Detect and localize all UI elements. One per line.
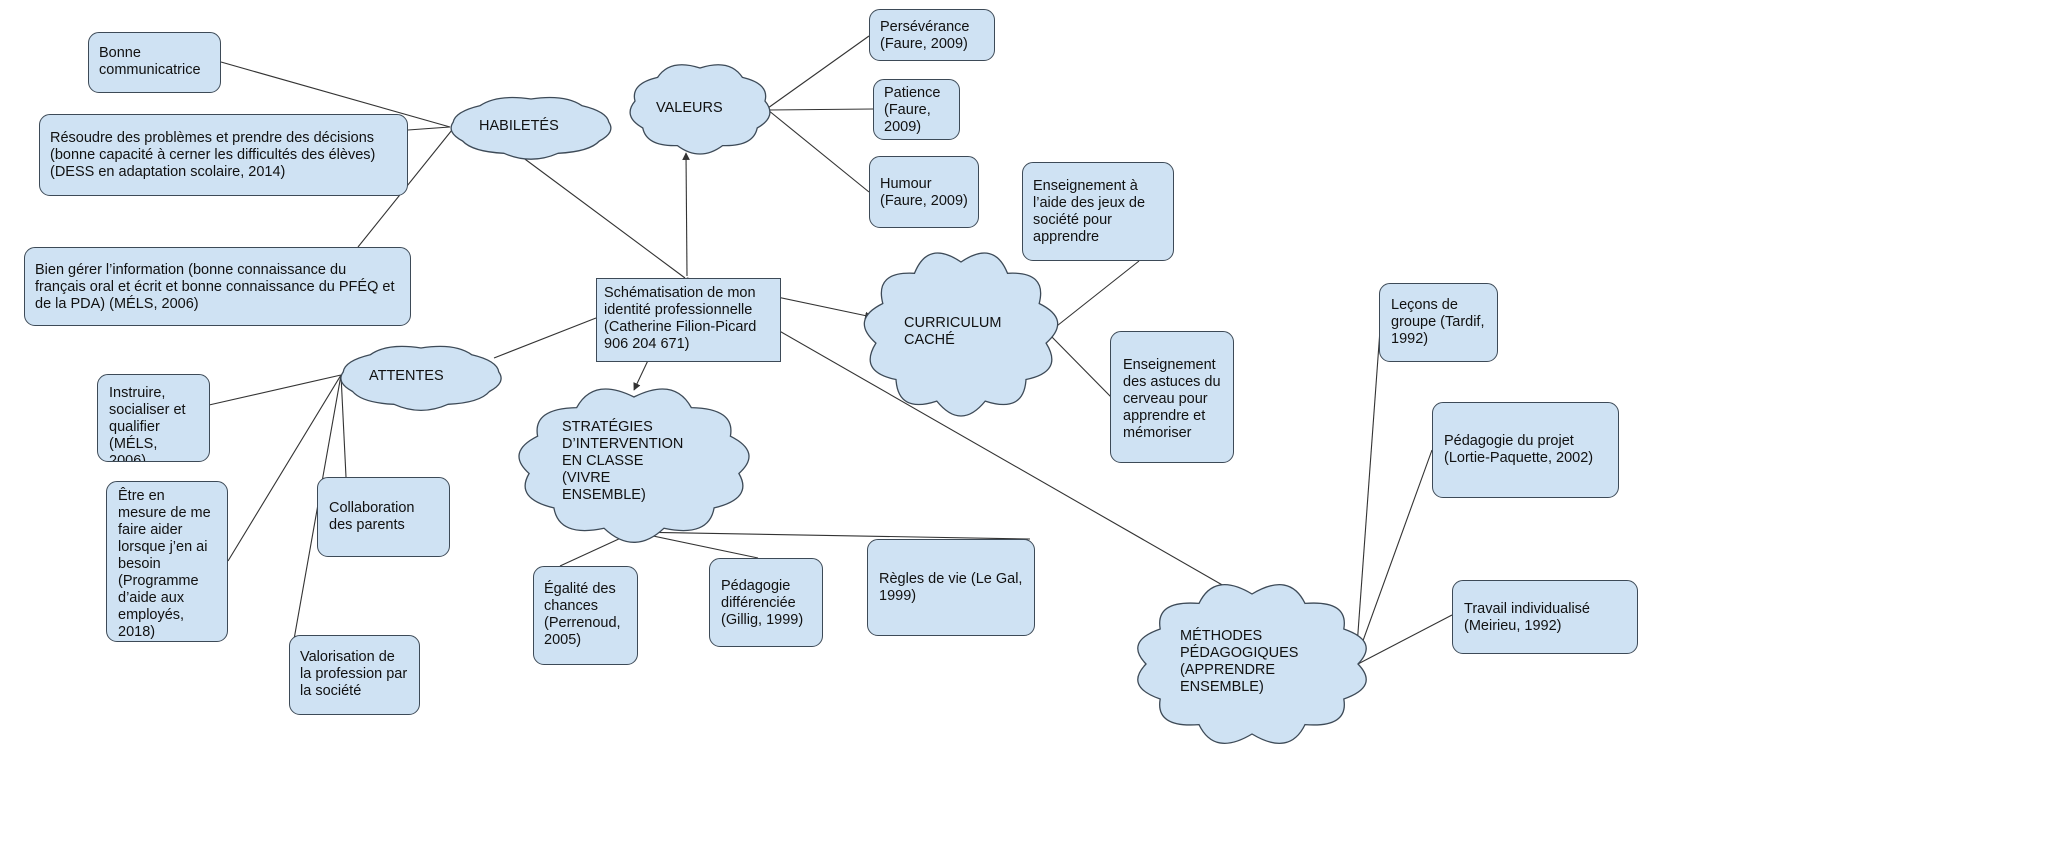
box-etre: Être en mesure de me faire aider lorsque…: [106, 481, 228, 642]
box-lecons-de-groupe: Leçons de groupe (Tardif, 1992): [1379, 283, 1498, 362]
cloud-valeurs: [629, 64, 771, 155]
cloud-attentes-label: ATTENTES: [369, 368, 444, 384]
cloud-methodes: [1137, 584, 1367, 744]
box-travail-individualise: Travail individualisé (Meirieu, 1992): [1452, 580, 1638, 654]
box-instruire: Instruire, socialiser et qualifier (MÉLS…: [97, 374, 210, 462]
box-valorisation: Valorisation de la profession par la soc…: [289, 635, 420, 715]
link-methodes-travail: [1355, 614, 1453, 666]
cloud-valeurs-label: VALEURS: [656, 100, 723, 116]
link-attentes-collaboration: [340, 374, 347, 478]
box-pedagogie-differenciee: Pédagogie différenciée (Gillig, 1999): [709, 558, 823, 647]
link-habiletes-communicatrice: [220, 61, 451, 128]
link-attentes-instruire: [208, 374, 342, 406]
link-valeurs-humour: [767, 109, 870, 193]
cloud-habiletes-label: HABILETÉS: [479, 118, 559, 134]
arrow-center-valeurs: [682, 152, 690, 277]
box-humour: Humour (Faure, 2009): [869, 156, 979, 228]
arrow-center-methodes: [686, 277, 1253, 603]
box-resoudre: Résoudre des problèmes et prendre des dé…: [39, 114, 408, 196]
link-attentes-center: [493, 317, 597, 359]
cloud-curriculum-label: CURRICULUM CACHÉ: [904, 315, 1002, 348]
box-bonne-communicatrice: Bonne communicatrice: [88, 32, 221, 93]
box-regles-de-vie: Règles de vie (Le Gal, 1999): [867, 539, 1035, 636]
cloud-strategies-label: STRATÉGIES D’INTERVENTION EN CLASSE (VIV…: [562, 419, 684, 503]
cloud-strategies: [518, 388, 750, 543]
link-habiletes-resoudre: [407, 126, 451, 131]
link-habiletes-center: [509, 147, 686, 279]
box-perseverance: Persévérance (Faure, 2009): [869, 9, 995, 61]
link-valeurs-perseverance: [767, 35, 870, 109]
link-attentes-etre: [227, 374, 342, 562]
link-methodes-projet: [1355, 449, 1433, 661]
box-patience: Patience (Faure, 2009): [873, 79, 960, 140]
link-methodes-lecons: [1355, 329, 1381, 661]
cloud-attentes: [340, 345, 502, 411]
box-egalite: Égalité des chances (Perrenoud, 2005): [533, 566, 638, 665]
link-valeurs-patience: [767, 108, 874, 111]
box-pedagogie-du-projet: Pédagogie du projet (Lortie-Paquette, 20…: [1432, 402, 1619, 498]
box-collaboration: Collaboration des parents: [317, 477, 450, 557]
box-jeux: Enseignement à l’aide des jeux de sociét…: [1022, 162, 1174, 261]
box-bien-gerer: Bien gérer l’information (bonne connaiss…: [24, 247, 411, 326]
box-astuces: Enseignement des astuces du cerveau pour…: [1110, 331, 1234, 463]
link-curriculum-astuces: [1047, 332, 1113, 399]
link-strategies-regles: [633, 531, 1031, 540]
link-curriculum-jeux: [1047, 260, 1140, 334]
cloud-habiletes: [450, 96, 612, 160]
center-title-box: Schématisation de mon identité professio…: [596, 278, 781, 362]
cloud-curriculum: [863, 252, 1059, 417]
cloud-methodes-label: MÉTHODES PÉDAGOGIQUES (APPRENDRE ENSEMBL…: [1180, 628, 1299, 695]
